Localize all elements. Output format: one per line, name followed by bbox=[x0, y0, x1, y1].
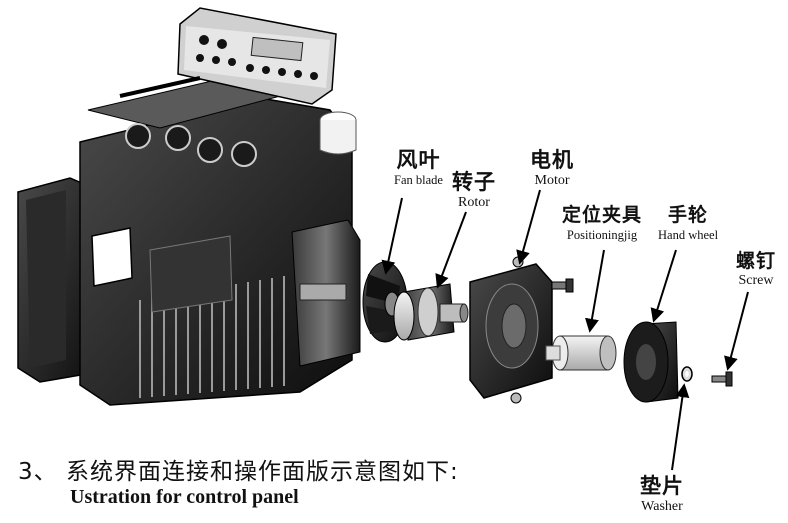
label-rotor: 转子 Rotor bbox=[452, 172, 496, 210]
hand-wheel-zh: 手轮 bbox=[668, 204, 709, 226]
section-heading-english: Ustration for control panel bbox=[70, 486, 299, 508]
positioning-jig-zh: 定位夹具 bbox=[562, 204, 643, 226]
rotor-part bbox=[393, 283, 469, 341]
fan-blade-part bbox=[362, 261, 408, 343]
fan-blade-zh: 风叶 bbox=[396, 148, 441, 172]
washer-en: Washer bbox=[641, 499, 683, 514]
fan-blade-en: Fan blade bbox=[394, 173, 443, 187]
section-heading-chinese: 3、 系统界面连接和操作面版示意图如下: bbox=[18, 459, 459, 485]
screw-part bbox=[711, 371, 733, 387]
rotor-arrow bbox=[435, 211, 467, 289]
motor-screw bbox=[551, 278, 574, 293]
positioning-jig-arrow bbox=[585, 249, 605, 333]
hand-wheel-part bbox=[623, 321, 679, 403]
screw-zh: 螺钉 bbox=[736, 250, 777, 272]
washer-arrow bbox=[671, 383, 690, 471]
label-motor: 电机 Motor bbox=[530, 150, 574, 188]
hand-wheel-en: Hand wheel bbox=[658, 228, 719, 242]
label-washer: 垫片 Washer bbox=[640, 476, 684, 514]
motor-en: Motor bbox=[534, 173, 570, 188]
screw-en: Screw bbox=[738, 273, 774, 288]
motor-arrow bbox=[516, 189, 541, 265]
sewing-machine-body bbox=[17, 71, 361, 406]
control-panel bbox=[119, 7, 337, 105]
fan-blade-arrow bbox=[381, 197, 403, 275]
rotor-en: Rotor bbox=[458, 195, 490, 210]
label-hand-wheel: 手轮 Hand wheel bbox=[658, 206, 718, 242]
label-fan-blade: 风叶 Fan blade bbox=[394, 150, 443, 187]
washer-part bbox=[681, 366, 693, 382]
pointer-arrows bbox=[381, 189, 749, 471]
screw-arrow bbox=[724, 291, 749, 371]
positioning-jig-en: Positioningjig bbox=[566, 228, 638, 242]
rotor-zh: 转子 bbox=[452, 170, 496, 194]
motor-zh: 电机 bbox=[530, 148, 574, 172]
washer-zh: 垫片 bbox=[640, 474, 684, 498]
label-screw: 螺钉 Screw bbox=[736, 252, 776, 288]
hand-wheel-arrow bbox=[650, 249, 677, 323]
motor-part bbox=[469, 256, 553, 404]
positioning-jig-part bbox=[545, 335, 617, 371]
label-positioning-jig: 定位夹具 Positioningjig bbox=[562, 206, 642, 242]
